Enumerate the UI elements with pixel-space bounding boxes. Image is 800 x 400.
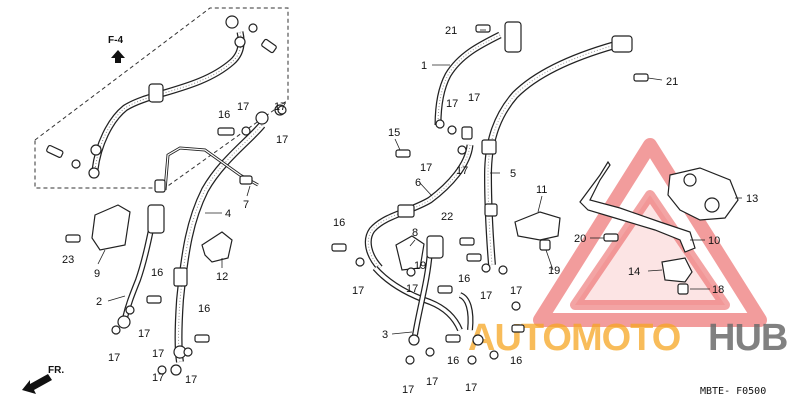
callout-23: 23 xyxy=(62,254,74,266)
callout-16d: 16 xyxy=(333,217,345,229)
bracket-9 xyxy=(91,204,131,251)
callout-21b: 21 xyxy=(666,76,678,88)
left-fasteners xyxy=(65,105,287,375)
callout-11: 11 xyxy=(536,184,547,196)
callout-22: 22 xyxy=(441,211,453,223)
callout-5: 5 xyxy=(510,168,516,180)
callouts: 1 2 3 4 5 6 7 8 9 10 11 12 13 14 15 16 1… xyxy=(62,25,758,396)
f4-label: F-4 xyxy=(108,35,123,46)
callout-4: 4 xyxy=(225,208,231,220)
fr-label: FR. xyxy=(48,365,64,376)
leader-lines xyxy=(97,29,742,335)
callout-19a: 19 xyxy=(414,260,426,272)
fr-arrow-icon xyxy=(22,374,52,394)
hose-4 xyxy=(170,104,286,376)
clip-12 xyxy=(201,231,233,263)
hose-5 xyxy=(481,35,633,266)
callout-17c: 17 xyxy=(276,134,288,146)
callout-15: 15 xyxy=(388,127,400,139)
callout-12: 12 xyxy=(216,271,228,283)
hose-1 xyxy=(434,21,522,126)
callout-17o: 17 xyxy=(480,290,492,302)
callout-17m: 17 xyxy=(352,285,364,297)
callout-17l: 17 xyxy=(456,165,468,177)
callout-17h: 17 xyxy=(185,374,197,386)
callout-14: 14 xyxy=(628,266,640,278)
callout-2: 2 xyxy=(96,296,102,308)
inset-dashed-box xyxy=(34,7,289,189)
watermark-triangle-outer xyxy=(533,138,767,327)
callout-13: 13 xyxy=(746,193,758,205)
callout-17g: 17 xyxy=(152,372,164,384)
callout-17a: 17 xyxy=(237,101,249,113)
brake-pipe-7 xyxy=(154,146,259,193)
watermark-text-automoto: AUTOMOTO xyxy=(468,317,680,359)
callout-16c: 16 xyxy=(198,303,210,315)
callout-20: 20 xyxy=(574,233,586,245)
clip-11 xyxy=(514,211,561,241)
callout-16f: 16 xyxy=(447,355,459,367)
callout-17k: 17 xyxy=(420,162,432,174)
stay-13 xyxy=(667,167,739,221)
callout-16b: 16 xyxy=(151,267,163,279)
callout-3: 3 xyxy=(382,329,388,341)
hose-3 xyxy=(372,235,484,346)
callout-17f: 17 xyxy=(152,348,164,360)
f4-arrow-icon xyxy=(111,50,125,63)
callout-17r: 17 xyxy=(426,376,438,388)
bracket-8 xyxy=(395,235,425,271)
callout-8: 8 xyxy=(412,227,418,239)
clip-14 xyxy=(661,257,693,283)
callout-17n: 17 xyxy=(406,283,418,295)
callout-19b: 19 xyxy=(548,265,560,277)
callout-6: 6 xyxy=(415,177,421,189)
callout-17s: 17 xyxy=(465,382,477,394)
callout-16e: 16 xyxy=(458,273,470,285)
callout-21a: 21 xyxy=(445,25,457,37)
callout-18: 18 xyxy=(712,284,724,296)
callout-17j: 17 xyxy=(468,92,480,104)
right-fasteners xyxy=(331,24,689,365)
callout-1: 1 xyxy=(421,60,427,72)
figure-code: MBTE- F0500 xyxy=(700,386,766,397)
callout-9: 9 xyxy=(94,268,100,280)
callout-10: 10 xyxy=(708,235,720,247)
callout-17i: 17 xyxy=(446,98,458,110)
callout-17b: 17 xyxy=(274,101,286,113)
inset-hose xyxy=(46,15,277,179)
callout-16g: 16 xyxy=(510,355,522,367)
callout-16a: 16 xyxy=(218,109,230,121)
callout-7: 7 xyxy=(243,199,249,211)
hose-6 xyxy=(364,144,474,271)
callout-17p: 17 xyxy=(510,285,522,297)
callout-17e: 17 xyxy=(108,352,120,364)
bracket-10 xyxy=(579,160,696,253)
callout-17q: 17 xyxy=(402,384,414,396)
callout-17d: 17 xyxy=(138,328,150,340)
watermark-text-hub: HUB xyxy=(708,317,787,359)
